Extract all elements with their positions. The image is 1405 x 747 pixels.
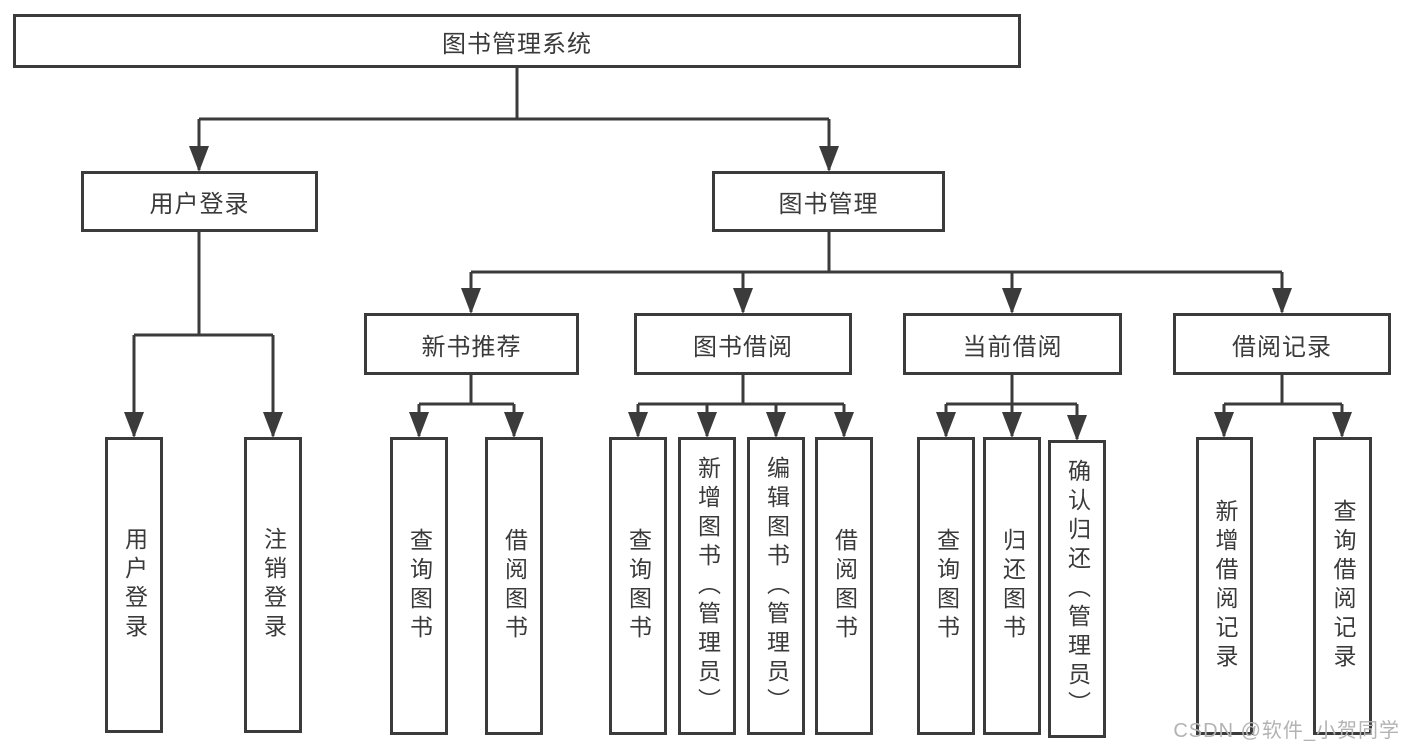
arrow-down-icon [263,412,283,438]
arrow-down-icon [409,412,429,438]
tree-edges [132,68,1344,439]
leaf-current-query-books: 查询图书 [917,437,975,735]
node-root-system: 图书管理系统 [13,14,1021,68]
leaf-current-return-books: 归还图书 [983,437,1041,735]
arrow-down-icon [1067,415,1087,441]
arrow-down-icon [461,288,481,314]
arrow-down-icon [1002,288,1022,314]
node-book-borrowing: 图书借阅 [634,313,852,375]
arrow-down-icon [124,412,144,438]
csdn-watermark: CSDN @软件_小贺同学 [1173,720,1400,742]
arrow-down-icon [1272,288,1292,314]
arrowheads [124,146,1352,441]
node-book-management: 图书管理 [712,171,945,232]
node-current-borrowing: 当前借阅 [903,313,1122,375]
arrow-down-icon [819,146,839,172]
arrow-down-icon [189,146,209,172]
node-borrowing-records: 借阅记录 [1173,313,1391,375]
leaf-logout: 注销登录 [244,437,302,733]
leaf-user-login: 用户登录 [105,437,163,733]
node-user-login: 用户登录 [81,171,318,232]
leaf-recommend-query-books: 查询图书 [390,437,448,735]
arrow-down-icon [628,412,648,438]
leaf-borrowing-add-books-admin: 新增图书（管理员） [678,437,736,735]
leaf-current-confirm-return-admin: 确认归还（管理员） [1048,440,1106,738]
arrow-down-icon [1002,412,1022,438]
arrow-down-icon [1332,412,1352,438]
leaf-recommend-borrow-books: 借阅图书 [485,437,543,735]
leaf-records-query-borrow-record: 查询借阅记录 [1313,437,1372,735]
arrow-down-icon [834,412,854,438]
arrow-down-icon [1214,412,1234,438]
arrow-down-icon [697,412,717,438]
node-new-book-recommend: 新书推荐 [364,313,579,375]
arrow-down-icon [504,412,524,438]
leaf-borrowing-query-books: 查询图书 [609,437,667,735]
leaf-borrowing-edit-books-admin: 编辑图书（管理员） [747,437,805,735]
arrow-down-icon [766,412,786,438]
leaf-borrowing-borrow-books: 借阅图书 [815,437,873,735]
arrow-down-icon [733,288,753,314]
arrow-down-icon [936,412,956,438]
leaf-records-add-borrow-record: 新增借阅记录 [1196,437,1253,735]
